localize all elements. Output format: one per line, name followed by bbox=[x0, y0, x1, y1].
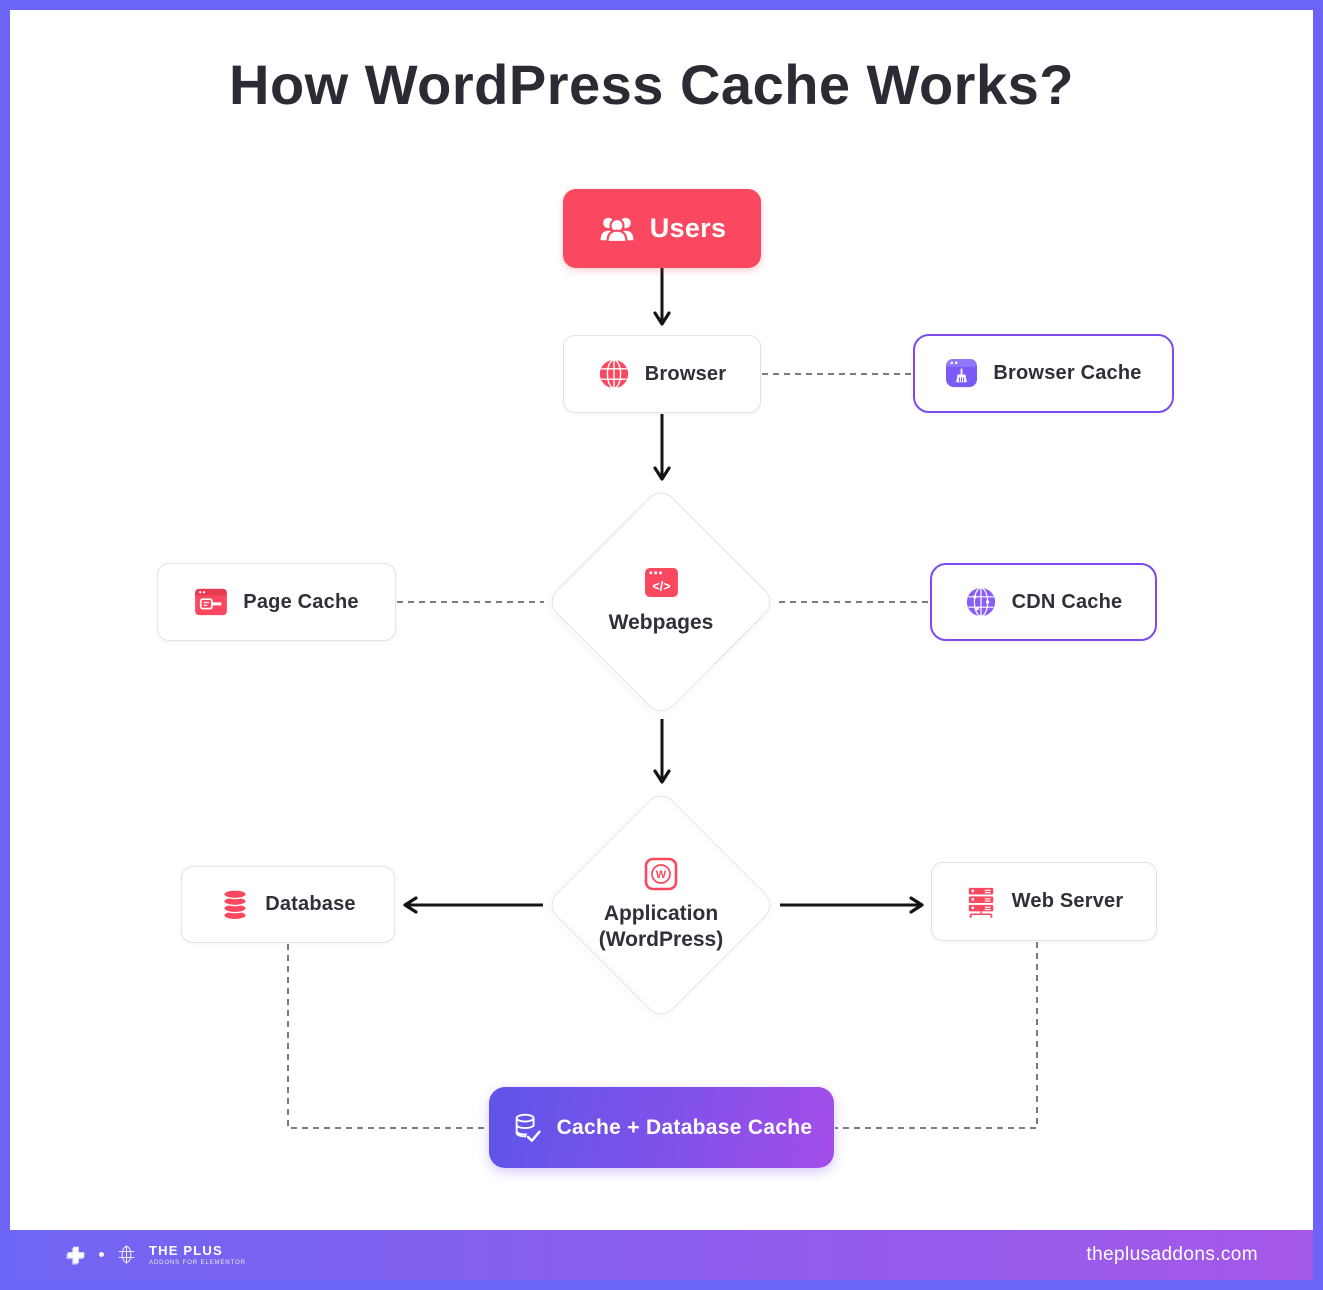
page-title: How WordPress Cache Works? bbox=[229, 53, 1074, 116]
node-database: Database bbox=[181, 866, 395, 943]
page-window-icon bbox=[194, 588, 228, 616]
plus-logo-icon bbox=[65, 1244, 87, 1266]
node-combined-cache-label: Cache + Database Cache bbox=[556, 1115, 813, 1139]
footer-brand-text: THE PLUS ADDONS FOR ELEMENTOR bbox=[149, 1242, 246, 1267]
footer-separator-dot bbox=[99, 1252, 104, 1258]
node-browser-cache: Browser Cache bbox=[913, 334, 1174, 413]
brand-tagline: ADDONS FOR ELEMENTOR bbox=[149, 1259, 246, 1266]
wordpress-icon: W bbox=[644, 857, 678, 891]
cdn-globe-icon bbox=[965, 586, 997, 618]
node-webpages-label: Webpages bbox=[608, 611, 714, 635]
brand-name: THE PLUS bbox=[149, 1242, 223, 1258]
code-window-icon: </> bbox=[644, 567, 679, 598]
database-icon bbox=[220, 888, 250, 921]
node-application-label: Application (WordPress) bbox=[598, 901, 724, 951]
database-clean-icon bbox=[511, 1112, 543, 1144]
svg-text:W: W bbox=[656, 869, 667, 881]
node-page-cache: Page Cache bbox=[157, 563, 396, 641]
node-database-label: Database bbox=[265, 893, 356, 915]
node-cdn-cache: CDN Cache bbox=[930, 563, 1157, 641]
node-browser-cache-label: Browser Cache bbox=[993, 362, 1142, 384]
node-combined-cache: Cache + Database Cache bbox=[489, 1087, 834, 1168]
theplus-crosshair-icon bbox=[116, 1244, 137, 1265]
node-webpages: </> Webpages bbox=[545, 486, 777, 718]
server-icon bbox=[965, 886, 997, 918]
node-browser-label: Browser bbox=[644, 362, 727, 385]
node-web-server-label: Web Server bbox=[1011, 890, 1124, 912]
node-cdn-cache-label: CDN Cache bbox=[1011, 590, 1123, 613]
node-web-server: Web Server bbox=[931, 862, 1157, 941]
footer-bar: THE PLUS ADDONS FOR ELEMENTOR theplusadd… bbox=[10, 1230, 1313, 1280]
node-users-label: Users bbox=[649, 213, 727, 243]
node-users: Users bbox=[563, 189, 761, 268]
svg-text:</>: </> bbox=[652, 580, 670, 594]
node-browser: Browser bbox=[563, 335, 761, 413]
globe-icon bbox=[598, 358, 630, 390]
footer-brand-cluster: THE PLUS ADDONS FOR ELEMENTOR bbox=[65, 1242, 246, 1267]
footer-website: theplusaddons.com bbox=[1086, 1244, 1258, 1265]
node-page-cache-label: Page Cache bbox=[243, 590, 359, 613]
users-icon bbox=[598, 214, 636, 244]
browser-clean-icon bbox=[945, 358, 978, 389]
node-application: W Application (WordPress) bbox=[545, 789, 777, 1021]
